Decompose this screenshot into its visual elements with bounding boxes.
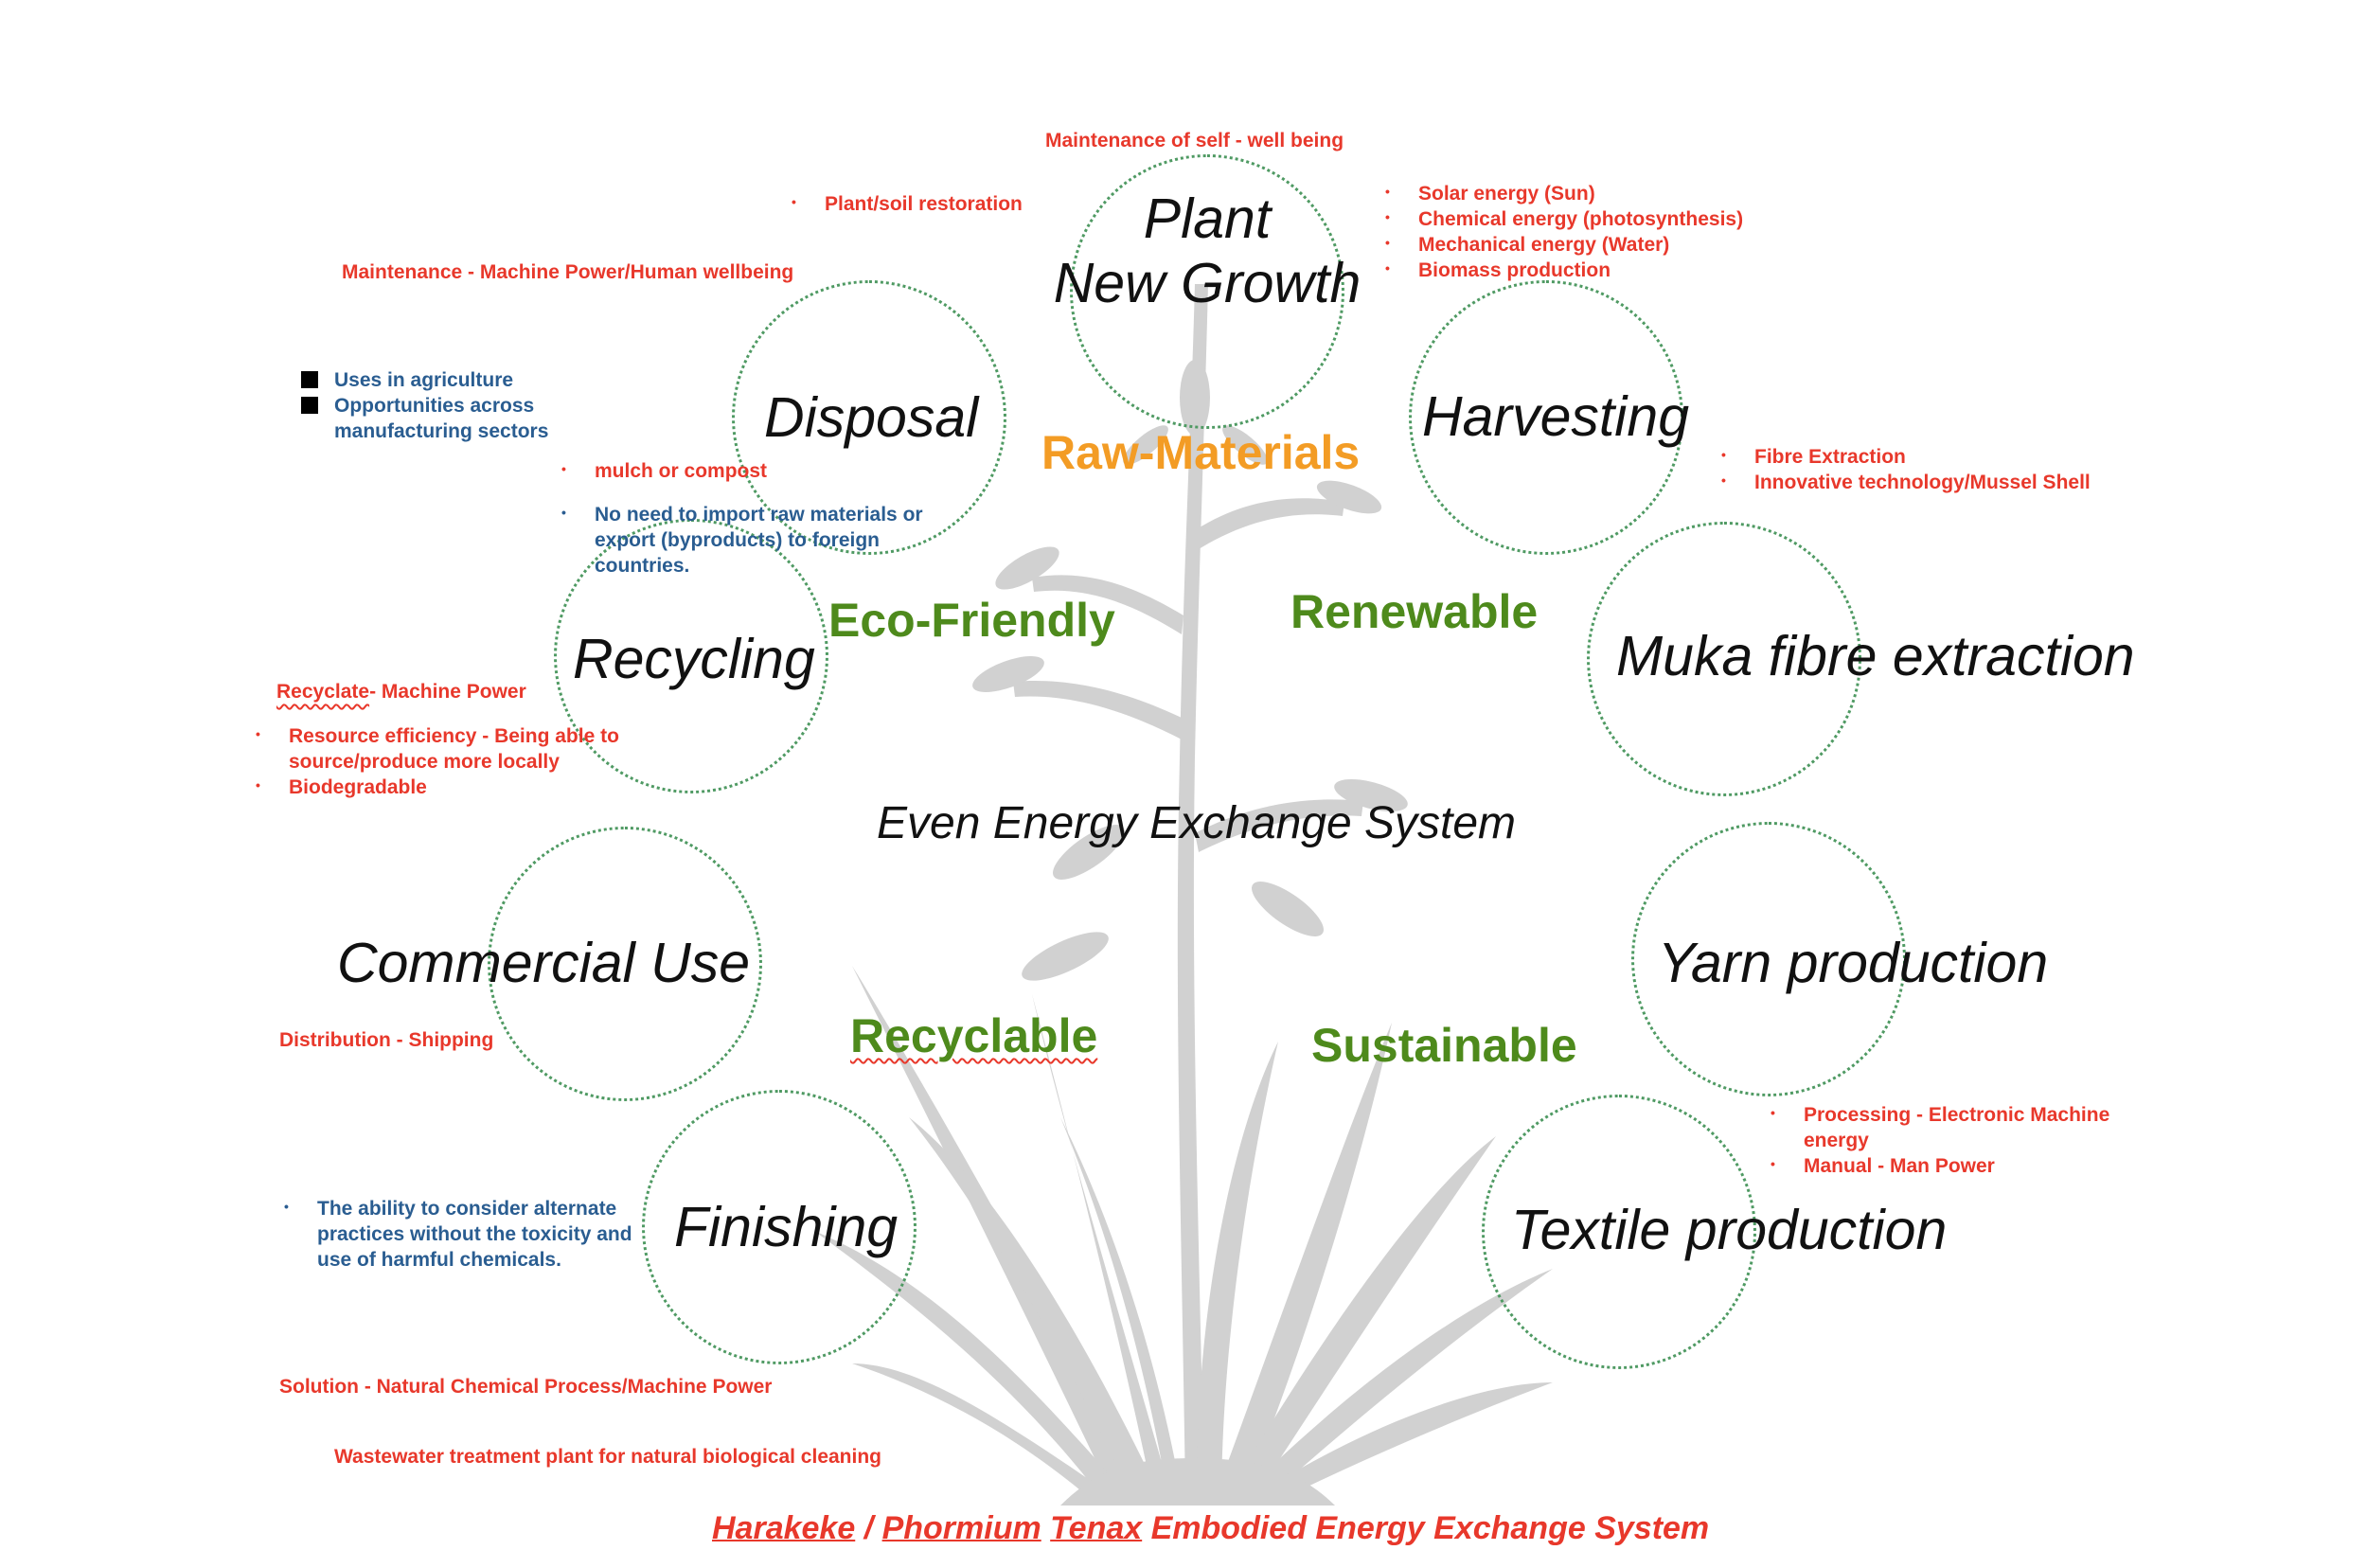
alternate-practices-note: The ability to consider alternate practic… — [284, 1194, 632, 1273]
plant-node-ring — [1070, 154, 1344, 429]
maintenance-self-note: Maintenance of self - well being — [1045, 130, 1344, 151]
solution-note: Solution - Natural Chemical Process/Mach… — [279, 1376, 773, 1398]
finishing-node-ring — [642, 1090, 917, 1364]
plant-soil-note: Plant/soil restoration — [792, 189, 1023, 217]
mulch-item: mulch or compost — [561, 456, 767, 484]
center-statement: Even Energy Exchange System — [877, 798, 1517, 848]
no-import-line: No need to import raw materials or export… — [561, 500, 923, 579]
commercial-node-ring — [488, 827, 762, 1101]
processing-item: Processing - Electronic Machine energy — [1771, 1100, 2110, 1153]
distribution-note: Distribution - Shipping — [279, 1029, 494, 1051]
no-import-note: No need to import raw materials or export… — [561, 500, 923, 579]
processing-list: Processing - Electronic Machine energy Ma… — [1771, 1100, 2110, 1179]
no-import-line-1: No need to import raw materials or — [595, 504, 923, 526]
resource-item: Biodegradable — [256, 773, 619, 800]
title-phormium: Phormium — [881, 1510, 1041, 1546]
sustainable-keyword: Sustainable — [1311, 1019, 1577, 1072]
resource-line-2: source/produce more locally — [289, 751, 560, 773]
fibre-item: Fibre Extraction — [1721, 442, 2091, 470]
no-import-line-3: countries. — [595, 555, 690, 577]
plant-node-line1: Plant — [1143, 187, 1272, 250]
recycling-node-label: Recycling — [573, 628, 815, 690]
textile-node-ring — [1482, 1095, 1756, 1369]
processing-item: Manual - Man Power — [1771, 1151, 2109, 1179]
wastewater-note: Wastewater treatment plant for natural b… — [334, 1446, 881, 1468]
plant-soil-item: Plant/soil restoration — [792, 189, 1023, 217]
yarn-node-label: Yarn production — [1658, 932, 2049, 994]
maintenance-machine-note: Maintenance - Machine Power/Human wellbe… — [342, 261, 794, 283]
alternate-line-1: The ability to consider alternate — [317, 1198, 617, 1220]
energy-source-item: Biomass production — [1385, 256, 1743, 283]
agri-uses-item: manufacturing sectors — [334, 420, 549, 442]
agri-uses-item: Uses in agriculture — [301, 367, 548, 393]
disposal-node-label: Disposal — [764, 386, 979, 449]
recyclate-note: Recyclate- Machine Power — [276, 679, 526, 704]
energy-sources-list: Solar energy (Sun) Chemical energy (phot… — [1385, 179, 1743, 283]
resource-item: Resource efficiency - Being able to sourc… — [256, 722, 619, 775]
recyclable-keyword: Recyclable — [850, 1009, 1098, 1062]
recyclate-word: Recyclate — [276, 681, 370, 703]
title-harakeke: Harakeke — [712, 1510, 856, 1546]
energy-source-item: Mechanical energy (Water) — [1385, 230, 1743, 258]
muka-node-label: Muka fibre extraction — [1616, 625, 2135, 687]
diagram-title: Harakeke / Phormium Tenax Embodied Energ… — [712, 1510, 1709, 1547]
fibre-item: Innovative technology/Mussel Shell — [1721, 468, 2091, 495]
resource-list: Resource efficiency - Being able to sourc… — [256, 722, 619, 800]
title-rest: Embodied Energy Exchange System — [1142, 1510, 1710, 1546]
textile-node-label: Textile production — [1511, 1199, 1948, 1261]
renewable-keyword: Renewable — [1290, 585, 1539, 638]
resource-line-1: Resource efficiency - Being able to — [289, 725, 619, 747]
title-tenax: Tenax — [1050, 1510, 1143, 1546]
raw-materials-keyword: Raw-Materials — [1041, 426, 1361, 479]
agri-uses-item: Opportunities across — [301, 393, 548, 419]
plant-node-label: Plant New Growth — [1051, 187, 1363, 316]
processing-line-1: Processing - Electronic Machine — [1804, 1104, 2110, 1126]
alternate-line-2: practices without the toxicity and — [317, 1223, 632, 1245]
processing-line-2: energy — [1804, 1130, 1869, 1151]
energy-source-item: Solar energy (Sun) — [1385, 179, 1743, 206]
alternate-practices-item: The ability to consider alternate practic… — [284, 1194, 632, 1273]
alternate-line-3: use of harmful chemicals. — [317, 1249, 561, 1271]
yarn-node-ring — [1631, 822, 1906, 1096]
mulch-note: mulch or compost — [561, 456, 767, 484]
agri-uses-list: Uses in agriculture Opportunities across… — [301, 367, 548, 444]
finishing-node-label: Finishing — [674, 1196, 899, 1258]
title-separator: / — [855, 1510, 882, 1546]
recyclate-rest: - Machine Power — [369, 681, 526, 703]
no-import-line-2: export (byproducts) to foreign — [595, 529, 880, 551]
harvesting-node-label: Harvesting — [1422, 385, 1690, 448]
muka-node-ring — [1587, 522, 1861, 796]
eco-friendly-keyword: Eco-Friendly — [828, 594, 1115, 647]
fibre-list: Fibre Extraction Innovative technology/M… — [1721, 442, 2091, 495]
commercial-node-label: Commercial Use — [337, 932, 751, 994]
energy-source-item: Chemical energy (photosynthesis) — [1385, 205, 1743, 232]
plant-node-line2: New Growth — [1053, 251, 1361, 314]
